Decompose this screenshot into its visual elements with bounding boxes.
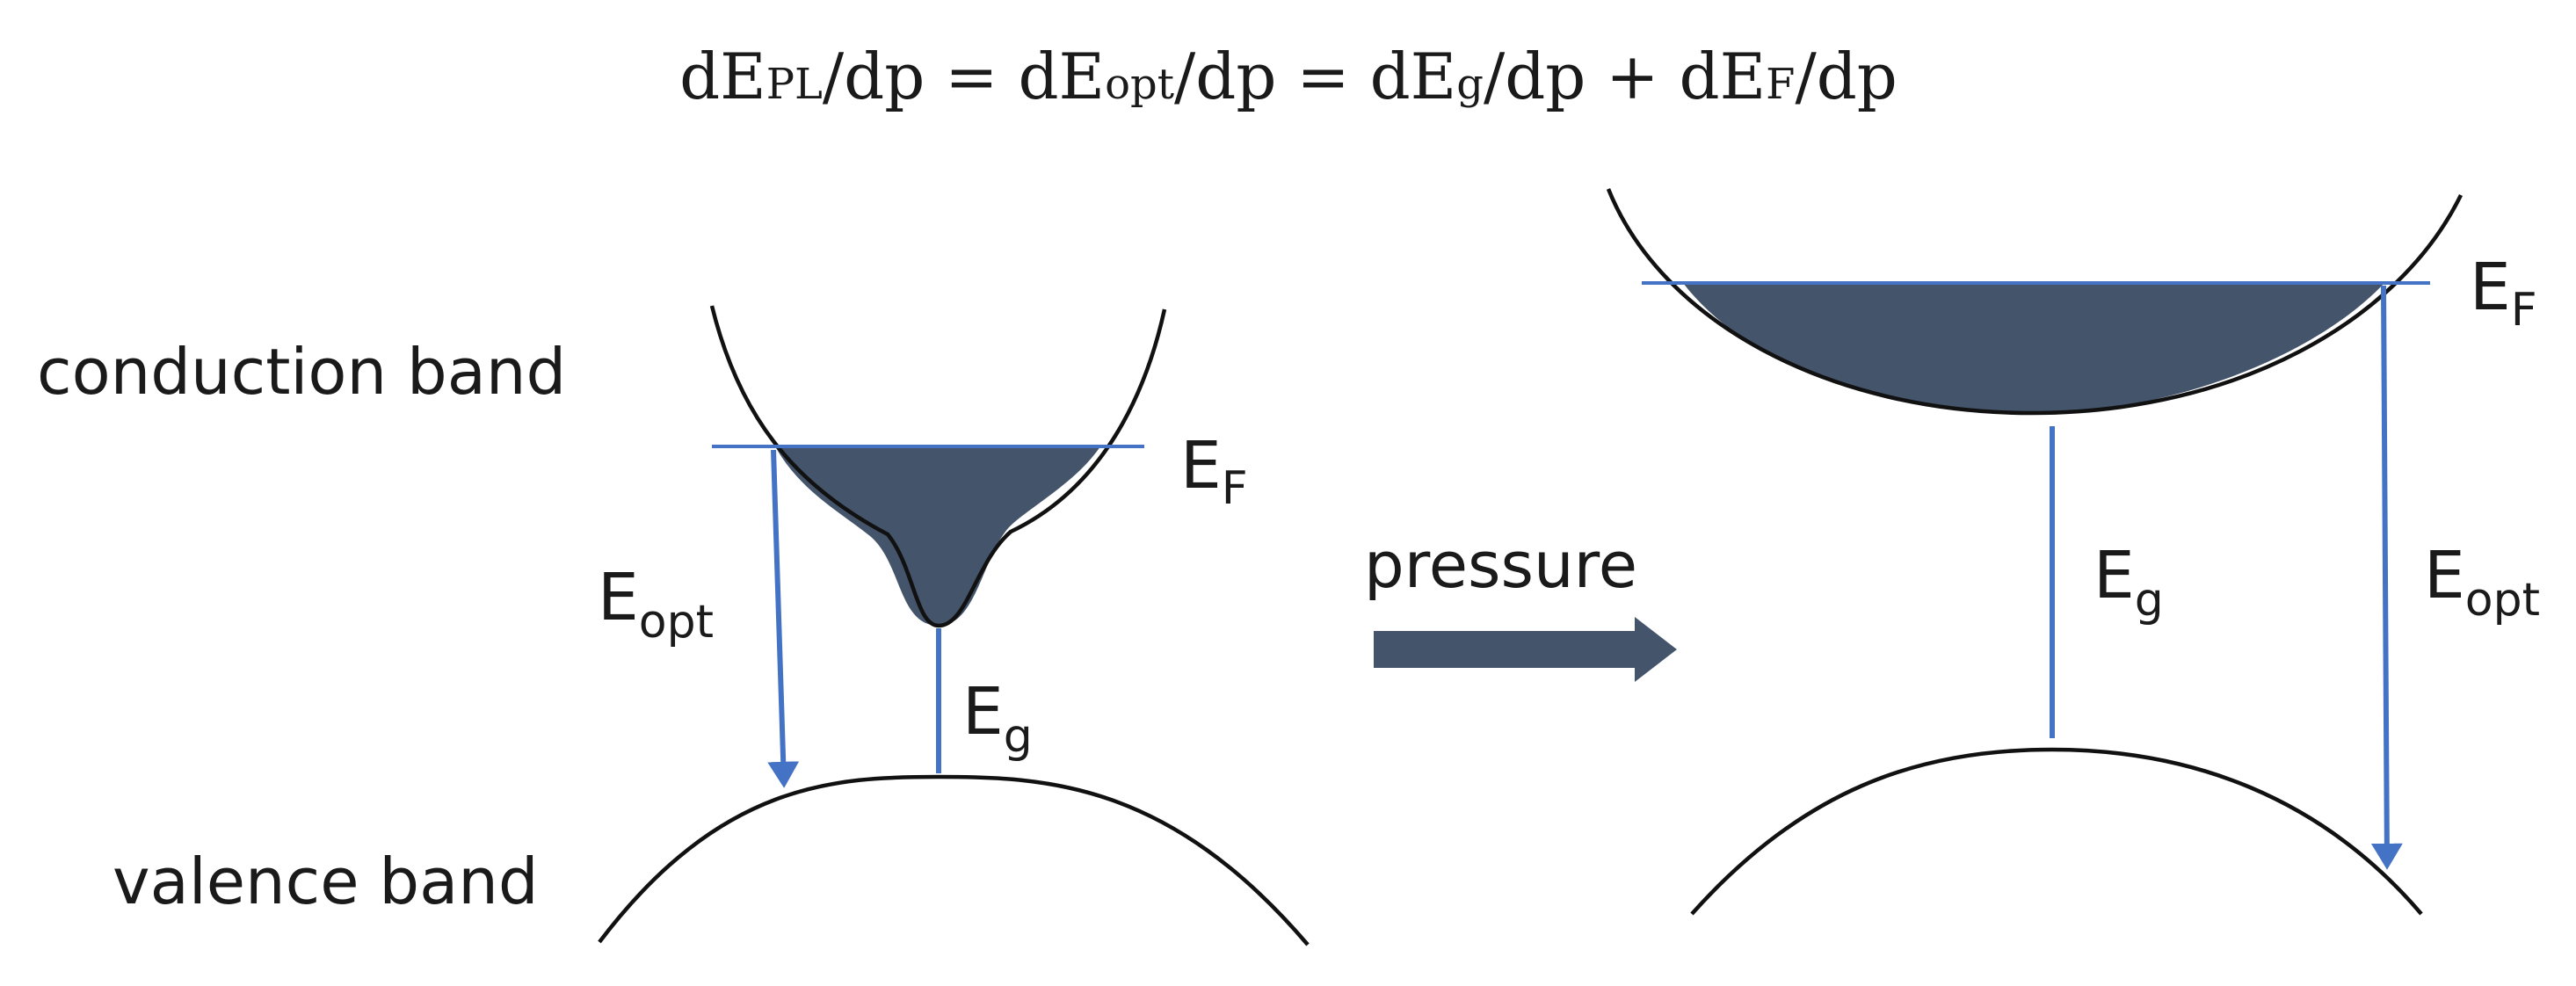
pressure-arrow	[1374, 617, 1677, 682]
right-optical-label: Eopt	[2424, 538, 2540, 627]
right-gap-label: Eg	[2093, 538, 2164, 627]
left-panel: conduction band valence band EF Eopt Eg	[37, 305, 1310, 946]
equation: dEPL/dp = dEopt/dp = dEg/dp + dEF/dp	[679, 40, 1898, 113]
right-conduction-band-curve	[1606, 188, 2464, 416]
right-fermi-label: EF	[2470, 250, 2537, 337]
left-gap-label: Eg	[962, 674, 1033, 763]
right-optical-arrow	[2370, 285, 2403, 870]
right-valence-band-curve	[1690, 747, 2423, 916]
pressure-label: pressure	[1364, 528, 1637, 602]
right-filled-states	[1683, 283, 2384, 413]
left-fermi-label: EF	[1180, 428, 1248, 515]
left-optical-label: Eopt	[598, 560, 714, 649]
conduction-band-label: conduction band	[37, 335, 566, 409]
left-conduction-band-curve	[709, 305, 1167, 628]
left-filled-states	[775, 446, 1100, 626]
valence-band-label: valence band	[112, 845, 539, 918]
left-valence-band-curve	[598, 774, 1310, 946]
pressure-transition: pressure	[1364, 528, 1677, 682]
left-optical-arrow	[767, 449, 800, 788]
right-panel: EF Eg Eopt	[1606, 188, 2540, 916]
